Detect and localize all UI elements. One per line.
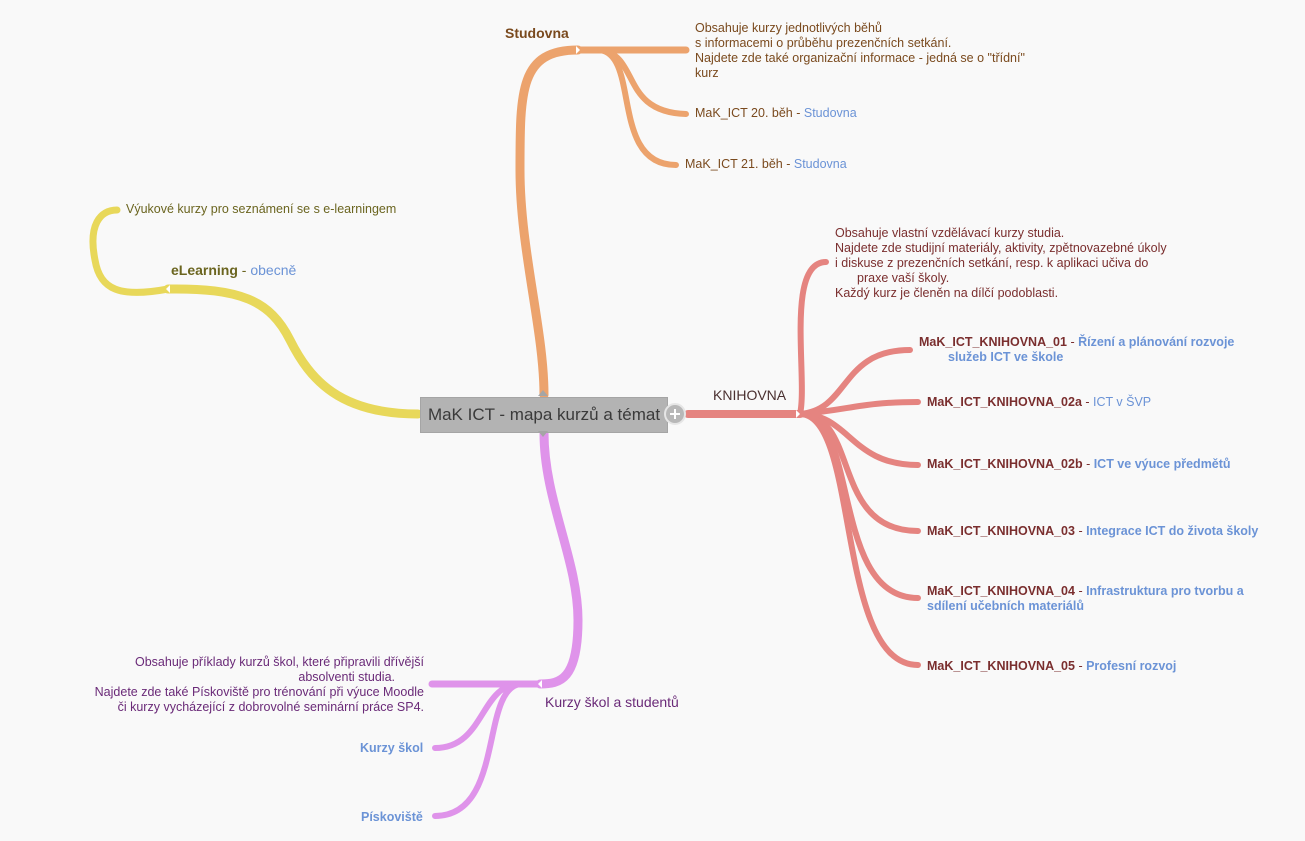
branch-studovna [515, 45, 583, 400]
branch-kurzy [535, 428, 583, 689]
branch-knihovna-note [797, 259, 829, 417]
knihovna-note-line-3: i diskuse z prezenčních setkání, resp. k… [835, 256, 1149, 270]
kurzy-note: Obsahuje příklady kurzů škol, které přip… [95, 655, 424, 715]
knihovna-item-02b-link[interactable]: ICT ve výuce předmětů [1093, 457, 1231, 471]
separator: - [1074, 524, 1087, 538]
branch-knihovna-item-2 [797, 399, 921, 417]
separator: - [1074, 659, 1087, 673]
knihovna-note-line-2: Najdete zde studijní materiály, aktivity… [835, 241, 1167, 255]
knihovna-item-04-code: MaK_ICT_KNIHOVNA_04 [927, 584, 1075, 598]
studovna-item-21-text: MaK_ICT 21. běh [685, 157, 783, 171]
knihovna-note-line-5: Každý kurz je členěn na dílčí podoblasti… [835, 286, 1059, 300]
separator: - [1082, 457, 1094, 471]
knihovna-note-line-1: Obsahuje vlastní vzdělávací kurzy studia… [835, 226, 1065, 240]
branch-elearning [163, 284, 423, 419]
knihovna-item-02b: MaK_ICT_KNIHOVNA_02b - ICT ve výuce před… [927, 457, 1231, 472]
elearning-link[interactable]: obecně [250, 262, 297, 278]
separator: - [1074, 584, 1087, 598]
node-elearning: eLearning - obecně [171, 263, 296, 278]
node-studovna[interactable]: Studovna [505, 25, 569, 41]
separator: - [1081, 395, 1094, 409]
node-kurzy[interactable]: Kurzy škol a studentů [545, 694, 679, 710]
knihovna-item-02b-code: MaK_ICT_KNIHOVNA_02b [927, 457, 1083, 471]
knihovna-item-03-code: MaK_ICT_KNIHOVNA_03 [927, 524, 1075, 538]
knihovna-item-02a-code: MaK_ICT_KNIHOVNA_02a [927, 395, 1082, 409]
elearning-note: Výukové kurzy pro seznámení se s e-learn… [126, 202, 397, 216]
root-caret-up-icon [538, 390, 548, 396]
branch-knihovna-item-4 [797, 411, 921, 534]
knihovna-item-01-link-line-2[interactable]: služeb ICT ve škole [948, 350, 1064, 364]
branch-elearning-note [89, 206, 172, 296]
studovna-note: Obsahuje kurzy jednotlivých běhů s infor… [695, 21, 1025, 81]
knihovna-item-03: MaK_ICT_KNIHOVNA_03 - Integrace ICT do ž… [927, 524, 1258, 539]
studovna-item-21-link[interactable]: Studovna [793, 157, 847, 171]
studovna-item-20-text: MaK_ICT 20. běh [695, 106, 793, 120]
studovna-note-line-1: Obsahuje kurzy jednotlivých běhů [695, 21, 882, 35]
knihovna-item-05-link[interactable]: Profesní rozvoj [1086, 659, 1177, 673]
studovna-note-line-4: kurz [695, 66, 719, 80]
knihovna-note-line-4: praxe vaší školy. [857, 271, 950, 285]
kurzy-note-line-3: Najdete zde také Pískoviště pro trénován… [94, 685, 424, 699]
studovna-item-21: MaK_ICT 21. běh - Studovna [685, 157, 847, 172]
branch-kurzy-item-2 [432, 681, 523, 819]
knihovna-item-01: MaK_ICT_KNIHOVNA_01 - Řízení a plánování… [919, 335, 1234, 365]
elearning-label[interactable]: eLearning [171, 262, 238, 278]
kurzy-note-line-1: Obsahuje příklady kurzů škol, které přip… [134, 655, 424, 669]
node-knihovna[interactable]: KNIHOVNA [713, 387, 787, 403]
branch-kurzy-item-1 [432, 681, 523, 751]
knihovna-item-05-code: MaK_ICT_KNIHOVNA_05 [927, 659, 1075, 673]
separator: - [792, 106, 804, 120]
knihovna-item-04: MaK_ICT_KNIHOVNA_04 - Infrastruktura pro… [927, 584, 1244, 614]
expand-plus-icon[interactable] [664, 403, 686, 425]
branch-studovna-item-2 [597, 47, 679, 168]
knihovna-item-04-link-line-2[interactable]: sdílení učebních materiálů [927, 599, 1084, 613]
knihovna-item-05: MaK_ICT_KNIHOVNA_05 - Profesní rozvoj [927, 659, 1176, 674]
root-node[interactable]: MaK ICT - mapa kurzů a témat [420, 397, 668, 433]
kurzy-item-piskoviste[interactable]: Pískoviště [361, 810, 423, 824]
separator: - [237, 262, 251, 278]
knihovna-item-02a: MaK_ICT_KNIHOVNA_02a - ICT v ŠVP [927, 395, 1151, 410]
studovna-note-line-2: s informacemi o průběhu prezenčních setk… [695, 36, 952, 50]
branch-knihovna-item-6 [797, 411, 921, 668]
knihovna-item-02a-link[interactable]: ICT v ŠVP [1093, 395, 1152, 409]
knihovna-note: Obsahuje vlastní vzdělávací kurzy studia… [835, 226, 1167, 301]
studovna-item-20-link[interactable]: Studovna [803, 106, 857, 120]
studovna-note-line-3: Najdete zde také organizační informace -… [695, 51, 1025, 65]
separator: - [782, 157, 794, 171]
studovna-item-20: MaK_ICT 20. běh - Studovna [695, 106, 857, 121]
kurzy-note-line-4: či kurzy vycházející z dobrovolné seminá… [117, 700, 424, 714]
knihovna-item-01-link[interactable]: Řízení a plánování rozvoje [1078, 335, 1235, 349]
knihovna-item-04-link[interactable]: Infrastruktura pro tvorbu a [1086, 584, 1244, 598]
kurzy-note-line-2: absolventi studia. [298, 670, 395, 684]
kurzy-item-kurzy-skol[interactable]: Kurzy škol [360, 741, 424, 755]
separator: - [1066, 335, 1079, 349]
knihovna-item-03-link[interactable]: Integrace ICT do života školy [1086, 524, 1259, 538]
root-title: MaK ICT - mapa kurzů a témat [427, 405, 661, 424]
root-caret-down-icon [538, 431, 548, 437]
knihovna-item-01-code: MaK_ICT_KNIHOVNA_01 [919, 335, 1067, 349]
